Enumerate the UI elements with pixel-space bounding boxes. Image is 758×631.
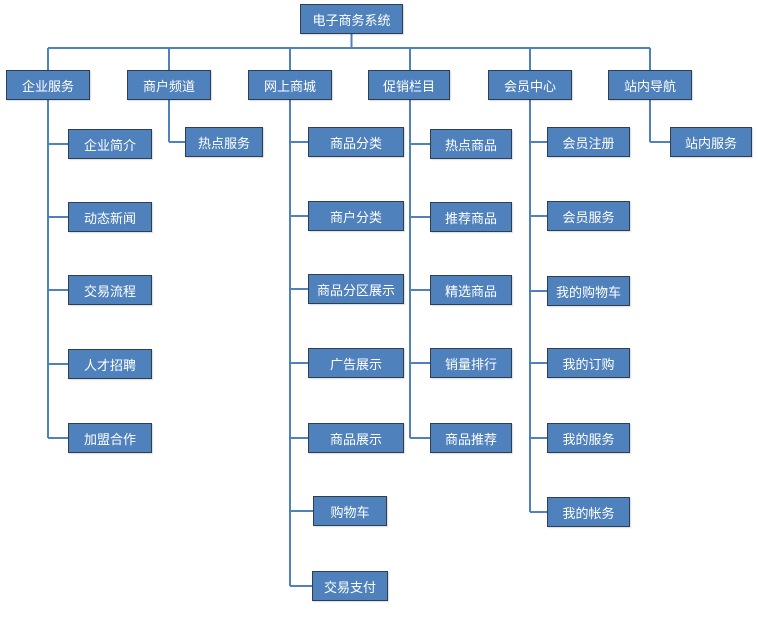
leaf-node: 交易支付 (312, 571, 388, 601)
leaf-node: 购物车 (313, 496, 387, 526)
leaf-node: 人才招聘 (68, 349, 152, 379)
leaf-node: 销量排行 (430, 348, 512, 378)
leaf-node: 商品分类 (308, 127, 404, 157)
leaf-node: 商品展示 (308, 423, 404, 453)
leaf-node: 交易流程 (68, 275, 152, 305)
branch-site-navigation: 站内导航 (608, 70, 692, 100)
leaf-node: 动态新闻 (68, 202, 152, 232)
leaf-node: 我的购物车 (547, 276, 630, 306)
leaf-node: 热点服务 (185, 127, 263, 157)
leaf-node: 加盟合作 (68, 423, 152, 453)
branch-merchant-channel: 商户频道 (127, 70, 211, 100)
root-node: 电子商务系统 (300, 4, 403, 34)
branch-promotions: 促销栏目 (368, 70, 450, 100)
leaf-node: 精选商品 (430, 275, 512, 305)
leaf-node: 商户分类 (308, 201, 404, 231)
branch-enterprise-services: 企业服务 (6, 70, 90, 100)
leaf-node: 站内服务 (670, 127, 752, 157)
leaf-node: 热点商品 (430, 129, 512, 159)
leaf-node: 会员注册 (547, 127, 630, 157)
leaf-node: 我的帐务 (547, 497, 630, 527)
leaf-node: 推荐商品 (430, 202, 512, 232)
leaf-node: 商品推荐 (430, 423, 512, 453)
branch-online-mall: 网上商城 (248, 70, 332, 100)
leaf-node: 我的订购 (547, 348, 630, 378)
leaf-node: 我的服务 (547, 423, 630, 453)
branch-member-center: 会员中心 (488, 70, 572, 100)
leaf-node: 企业简介 (68, 129, 152, 159)
leaf-node: 广告展示 (308, 348, 404, 378)
leaf-node: 会员服务 (547, 201, 630, 231)
leaf-node: 商品分区展示 (308, 274, 404, 304)
